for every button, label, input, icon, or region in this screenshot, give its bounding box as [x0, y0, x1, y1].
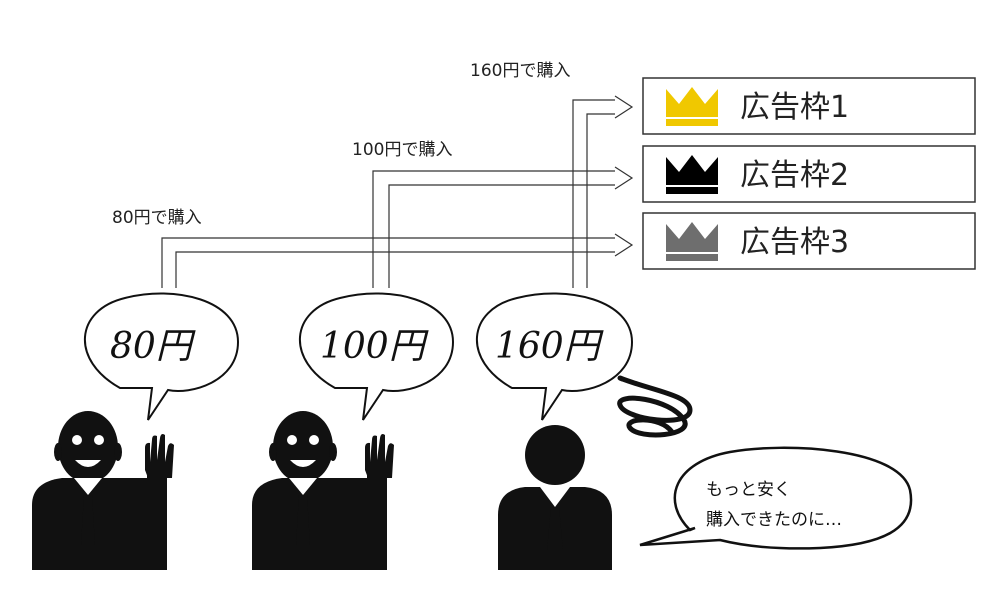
bid-bubble-80: 80円 — [83, 292, 240, 421]
bidder-person-1 — [32, 411, 174, 570]
ad-slot-3: 広告枠3 — [642, 212, 976, 270]
gold-crown-icon — [666, 87, 718, 126]
ad-slot-3-label: 広告枠3 — [740, 225, 849, 260]
ad-slot-2-label: 広告枠2 — [740, 158, 849, 193]
frustration-scribble-icon — [617, 375, 693, 438]
black-crown-icon — [666, 155, 718, 194]
ad-slot-1: 広告枠1 — [642, 77, 976, 135]
bid-160: 160円 — [495, 326, 604, 367]
bid-100: 100円 — [320, 326, 429, 367]
arrow-160-to-slot-1 — [572, 95, 634, 288]
bid-bubble-100: 100円 — [298, 292, 455, 421]
arrow-80-to-slot-3 — [161, 233, 634, 288]
ad-slot-1-label: 広告枠1 — [740, 90, 849, 125]
regret-bubble: もっと安く 購入できたのに… — [639, 446, 913, 550]
bid-bubble-160: 160円 — [475, 292, 634, 421]
bidder-person-3 — [498, 425, 612, 570]
ad-slot-2: 広告枠2 — [642, 145, 976, 203]
bid-80: 80円 — [110, 326, 196, 367]
bidder-person-2 — [252, 411, 394, 570]
arrow-100-to-slot-2 — [372, 166, 634, 288]
regret-line-1: もっと安く — [706, 480, 791, 500]
purchase-label-80: 80円で購入 — [112, 208, 202, 228]
gray-crown-icon — [666, 222, 718, 261]
purchase-label-160: 160円で購入 — [470, 61, 570, 81]
purchase-label-100: 100円で購入 — [352, 140, 452, 160]
regret-line-2: 購入できたのに… — [706, 510, 842, 530]
